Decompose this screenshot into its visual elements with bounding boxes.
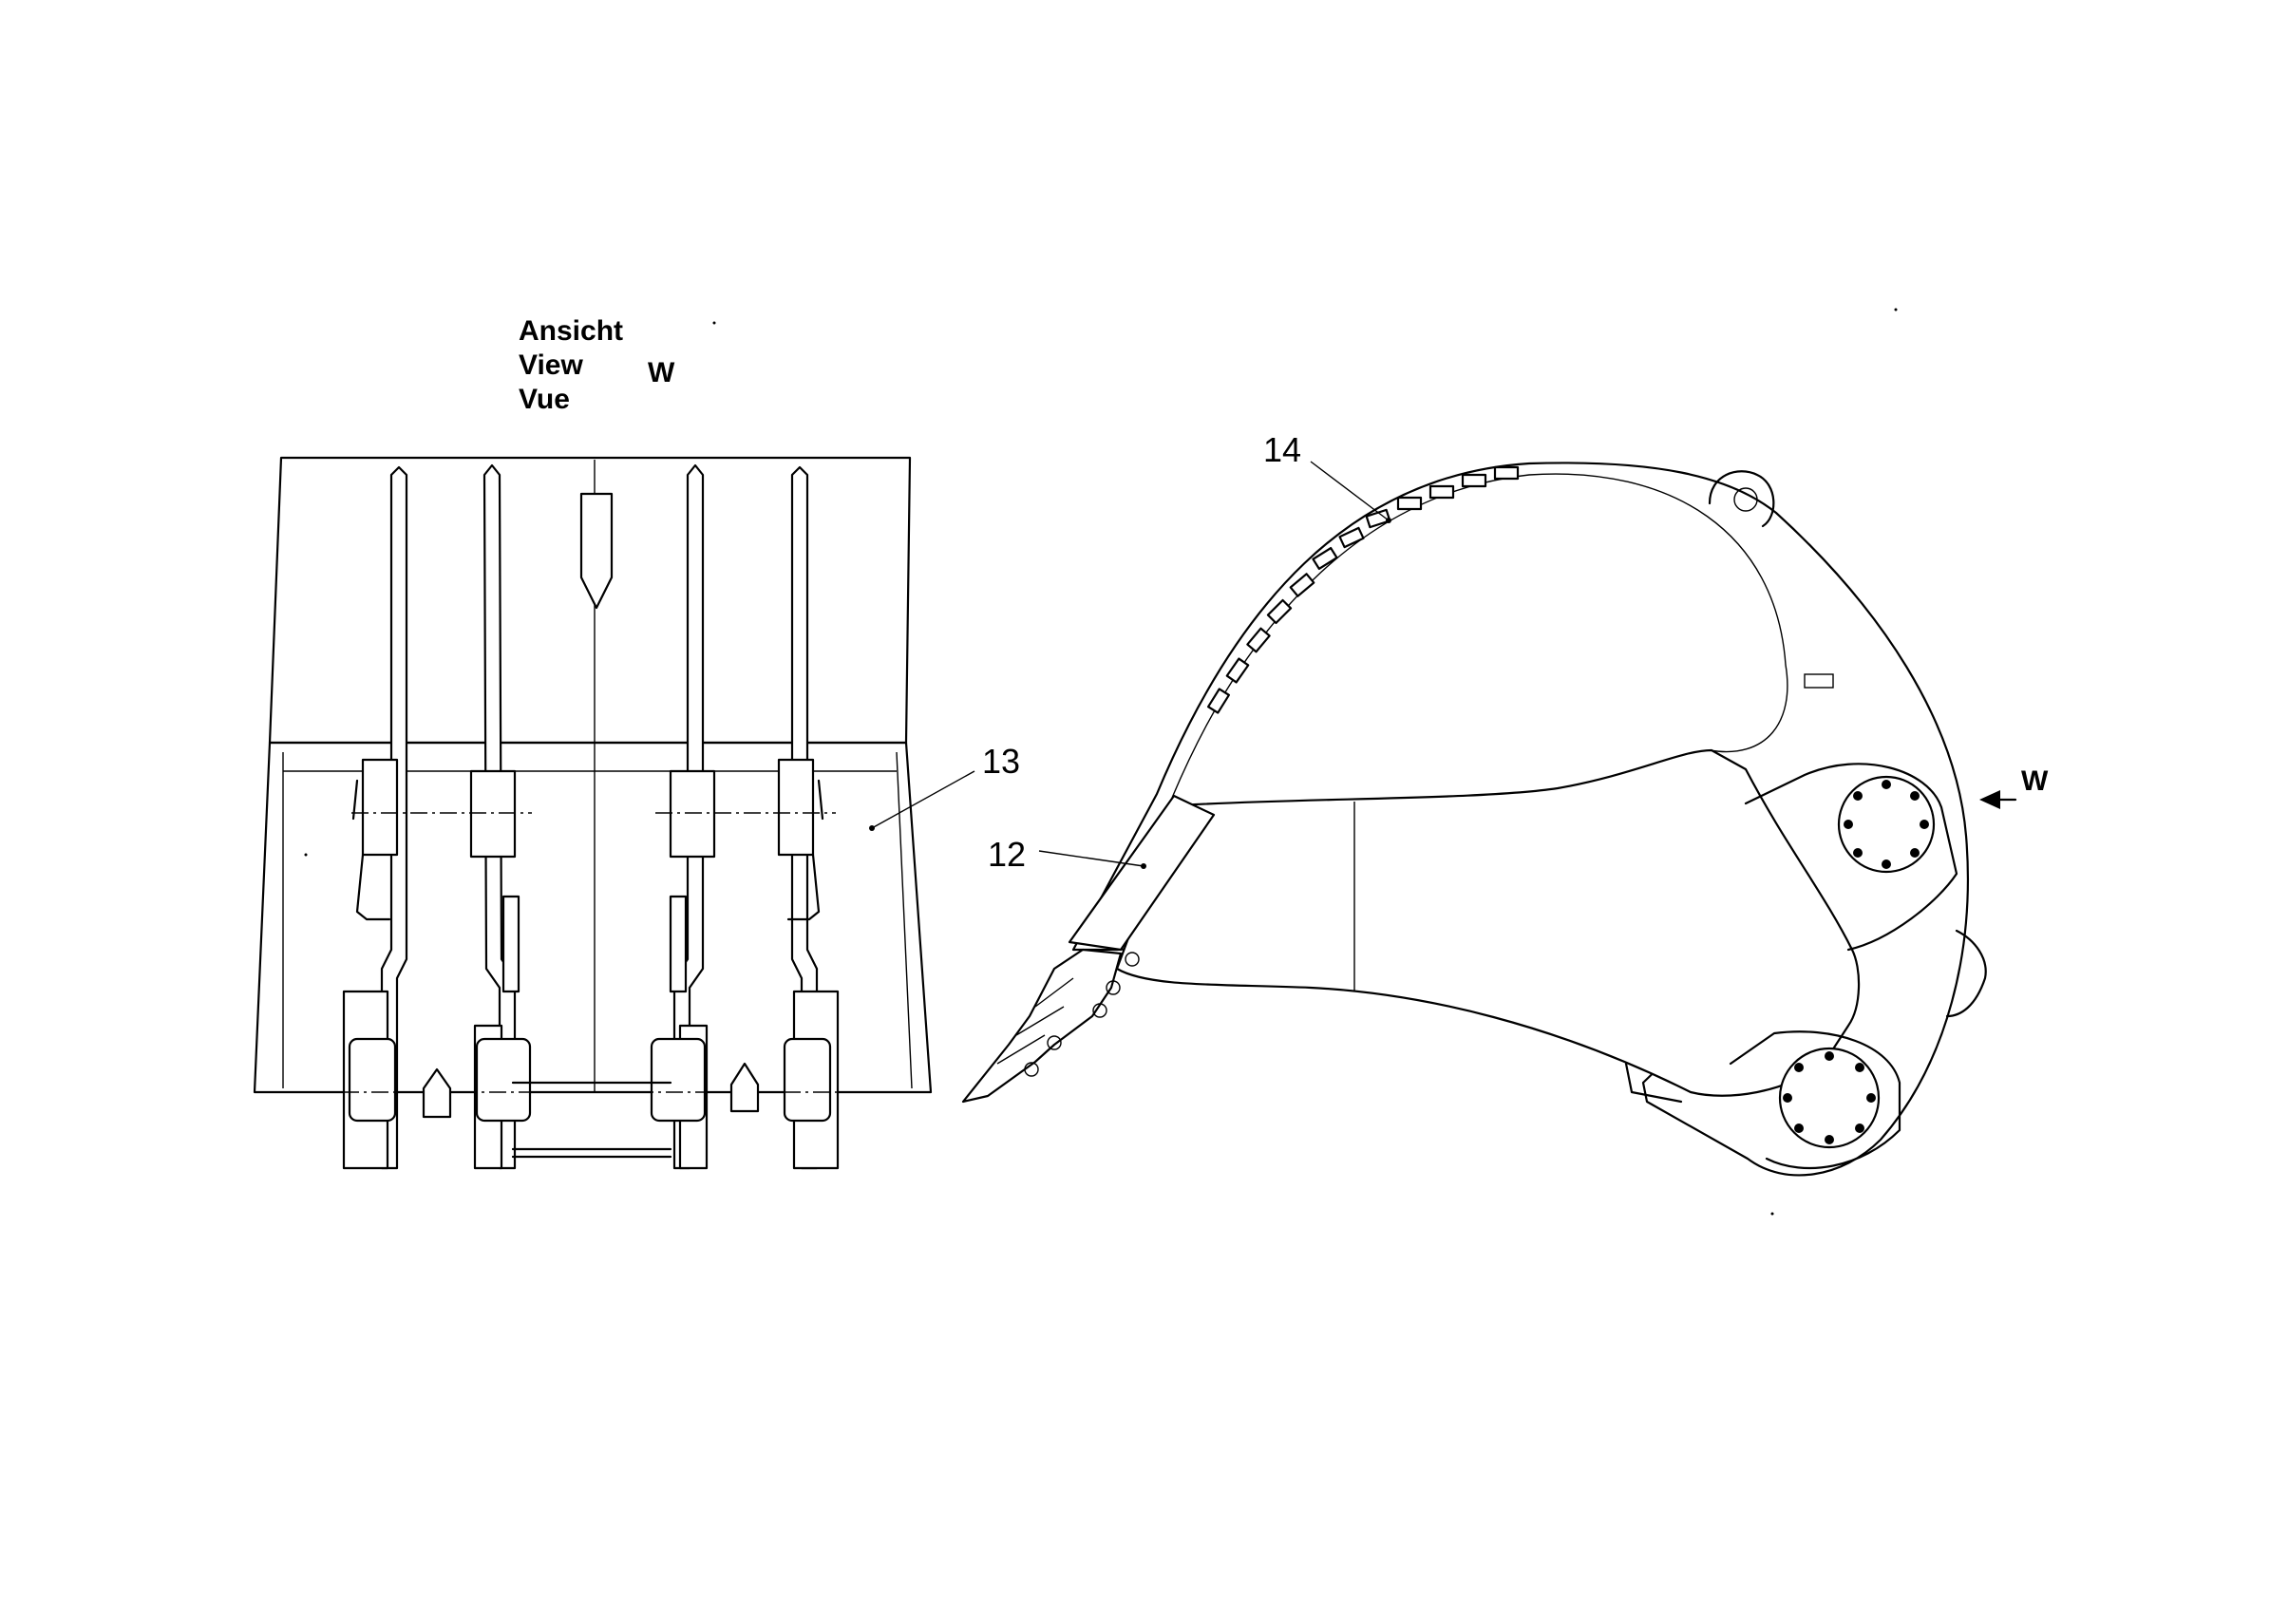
- bucket-side-inner: [282, 751, 913, 1089]
- tooth: [961, 948, 1123, 1104]
- callout-12-leader: [1038, 850, 1144, 867]
- wear-plate-3: [1428, 484, 1455, 500]
- arm-plate-2: [501, 895, 520, 993]
- tooth-pin-4: [1024, 1062, 1039, 1077]
- wear-plate-10: [1246, 627, 1271, 653]
- callout-14-dot: [1386, 518, 1391, 523]
- hinge-lug-1: [355, 853, 391, 921]
- callout-12: 12: [988, 835, 1026, 874]
- tooth-pin-3: [1047, 1035, 1062, 1050]
- scan-specks: [304, 308, 1898, 1216]
- wear-plate-4: [1396, 496, 1423, 511]
- lifting-eye-hole: [1733, 487, 1758, 512]
- callout-14-leader: [1310, 461, 1390, 521]
- view-label-letter: W: [648, 357, 675, 388]
- view-arrow-head: [1979, 790, 2000, 809]
- wear-plate-2: [1461, 473, 1487, 488]
- lower-boss-bolts: [1783, 1051, 1876, 1144]
- hinge-block-3: [669, 769, 716, 859]
- wear-plate-7: [1312, 546, 1338, 571]
- link-bar: [511, 1081, 672, 1159]
- lower-rear-edge: [1624, 1062, 1683, 1104]
- bucket-side-view: 14 12 W: [961, 430, 2049, 1177]
- lifting-eye: [1708, 470, 1775, 528]
- hinge-block-2: [469, 769, 517, 859]
- wear-plate-1: [1493, 465, 1520, 481]
- view-label-ansicht: Ansicht: [519, 315, 623, 347]
- view-label-view: View: [519, 349, 583, 381]
- wear-plate-11: [1225, 657, 1250, 684]
- side-tooth-left: [422, 1067, 452, 1119]
- callout-13-dot: [869, 825, 875, 831]
- wear-plate-8: [1289, 573, 1315, 597]
- lower-bush-1: [348, 1037, 397, 1123]
- tooth-pin-5: [1125, 952, 1140, 967]
- hinge-lug-4: [786, 853, 821, 921]
- lower-bush-2: [475, 1037, 532, 1123]
- rear-lug: [1945, 929, 1987, 1018]
- lower-boss-plate: [1729, 1030, 1901, 1170]
- lower-bush-3: [650, 1037, 707, 1123]
- side-slot: [1804, 673, 1834, 689]
- wear-plate-5: [1365, 508, 1391, 529]
- arm-plate-3: [669, 895, 688, 993]
- lower-bush-4: [783, 1037, 832, 1123]
- tooth-pin-2: [1092, 1003, 1107, 1018]
- callout-14: 14: [1263, 430, 1301, 469]
- tooth-adapter: [1068, 794, 1216, 952]
- hinge-side-plate: [1115, 748, 1861, 1097]
- center-tooth: [579, 492, 614, 610]
- view-label: Ansicht View Vue W: [519, 315, 675, 415]
- callout-13-leader: [871, 770, 975, 829]
- bucket-front-view: 13: [253, 456, 1020, 1170]
- tooth-pin-1: [1106, 980, 1121, 995]
- view-arrow-label: W: [2021, 765, 2049, 797]
- upper-boss-bolts: [1844, 780, 1929, 869]
- tooth-lines: [996, 977, 1074, 1065]
- hinge-block-4: [777, 758, 815, 857]
- callout-13: 13: [982, 742, 1020, 781]
- wear-plates: [1206, 465, 1520, 714]
- side-tooth-right: [729, 1062, 760, 1113]
- hinge-block-1: [361, 758, 399, 857]
- wear-plate-9: [1266, 598, 1293, 625]
- view-label-vue: Vue: [519, 384, 570, 415]
- upper-pin-boss: [1837, 775, 1936, 874]
- lower-pin-boss: [1778, 1047, 1881, 1149]
- callout-12-dot: [1141, 863, 1146, 869]
- wear-plate-12: [1206, 688, 1231, 714]
- wear-plate-6: [1338, 526, 1365, 549]
- upper-boss-plate: [1744, 763, 1958, 952]
